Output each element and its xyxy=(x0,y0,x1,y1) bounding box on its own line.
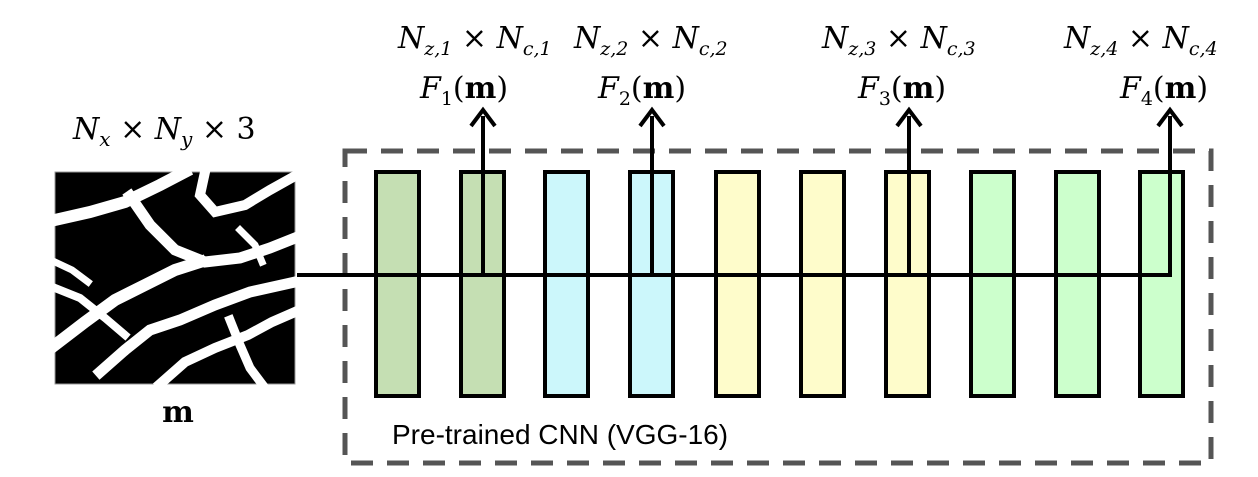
output-1-feature: F1(m) xyxy=(419,71,508,110)
cnn-layers xyxy=(374,170,1185,398)
cnn-layer-8 xyxy=(969,170,1016,398)
cnn-layer-6 xyxy=(799,170,846,398)
cnn-box xyxy=(342,148,1214,466)
input-size-label: Nx × Ny × 3 xyxy=(72,112,256,151)
cnn-layer-5 xyxy=(714,170,761,398)
output-4-feature: F4(m) xyxy=(1119,71,1208,110)
input-caption: m xyxy=(162,395,194,430)
feature-taps xyxy=(469,106,1184,275)
output-3-feature: F3(m) xyxy=(857,71,946,110)
arrow-up-icon xyxy=(638,106,666,128)
cnn-layer-3 xyxy=(543,170,590,398)
cnn-caption: Pre-trained CNN (VGG-16) xyxy=(392,419,728,450)
output-2-feature: F2(m) xyxy=(597,71,686,110)
output-3-dims: Nz,3 × Nc,3 xyxy=(821,21,976,60)
arrow-up-icon xyxy=(895,106,923,128)
cnn-layer-9 xyxy=(1054,170,1101,398)
arrow-up-icon xyxy=(469,106,497,128)
output-1-dims: Nz,1 × Nc,1 xyxy=(397,21,552,60)
input-image xyxy=(46,163,303,392)
output-4-dims: Nz,4 × Nc,4 xyxy=(1063,21,1218,60)
cnn-layer-10 xyxy=(1138,170,1185,398)
cnn-layer-1 xyxy=(374,170,421,398)
output-labels: Nz,1 × Nc,1 F1(m) Nz,2 × Nc,2 F2(m) Nz,3… xyxy=(397,21,1218,110)
arrow-up-icon xyxy=(1156,106,1184,128)
output-2-dims: Nz,2 × Nc,2 xyxy=(573,21,728,60)
